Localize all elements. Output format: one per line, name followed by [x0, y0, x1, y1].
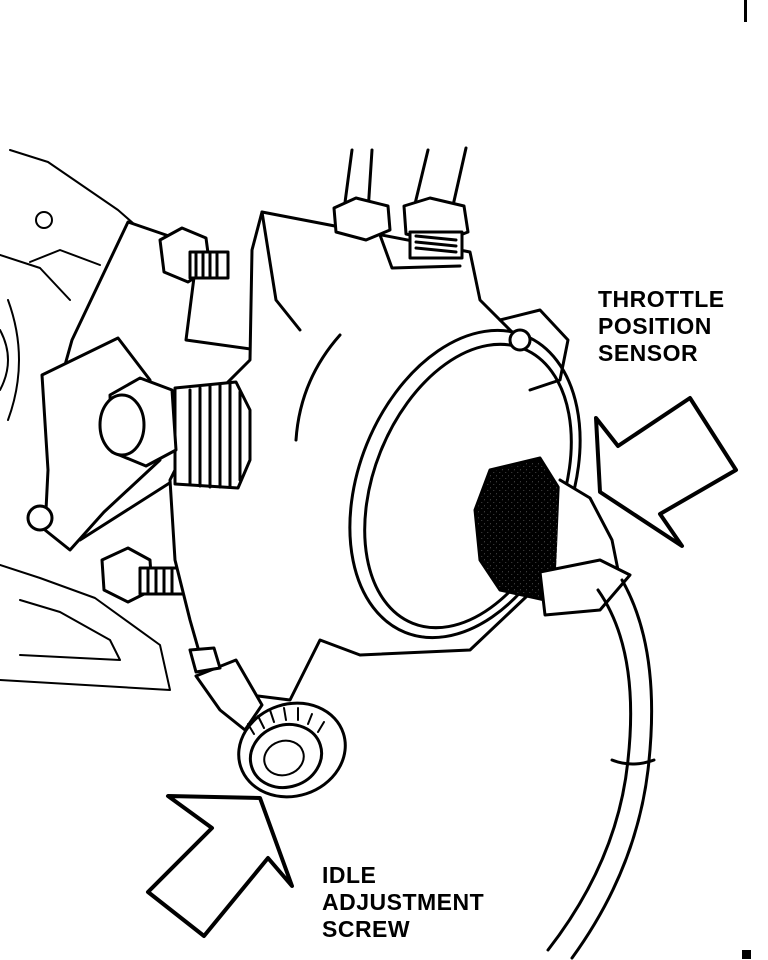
callout-line: POSITION	[598, 313, 712, 339]
bracket-bolt-bottom	[100, 546, 186, 604]
callout-line: ADJUSTMENT	[322, 889, 485, 915]
main-stud	[98, 376, 252, 490]
bracket-bolt-top	[158, 226, 230, 284]
callout-line: THROTTLE	[598, 286, 725, 312]
page-corner-mark	[742, 950, 751, 959]
callout-line: SENSOR	[598, 340, 699, 366]
vacuum-fittings	[332, 146, 470, 260]
idle-screw-assembly	[188, 646, 347, 799]
hollow-arrow-icon	[594, 396, 738, 548]
callout-line: IDLE	[322, 862, 377, 888]
page-edge-mark	[744, 0, 747, 22]
idle-adjustment-screw-label: IDLE ADJUSTMENT SCREW	[322, 862, 484, 943]
hollow-arrow-icon	[146, 794, 294, 938]
throttle-position-sensor-label: THROTTLE POSITION SENSOR	[598, 286, 725, 367]
sensor-body	[473, 456, 632, 617]
sensor-wire	[546, 578, 656, 960]
callout-line: SCREW	[322, 916, 411, 942]
